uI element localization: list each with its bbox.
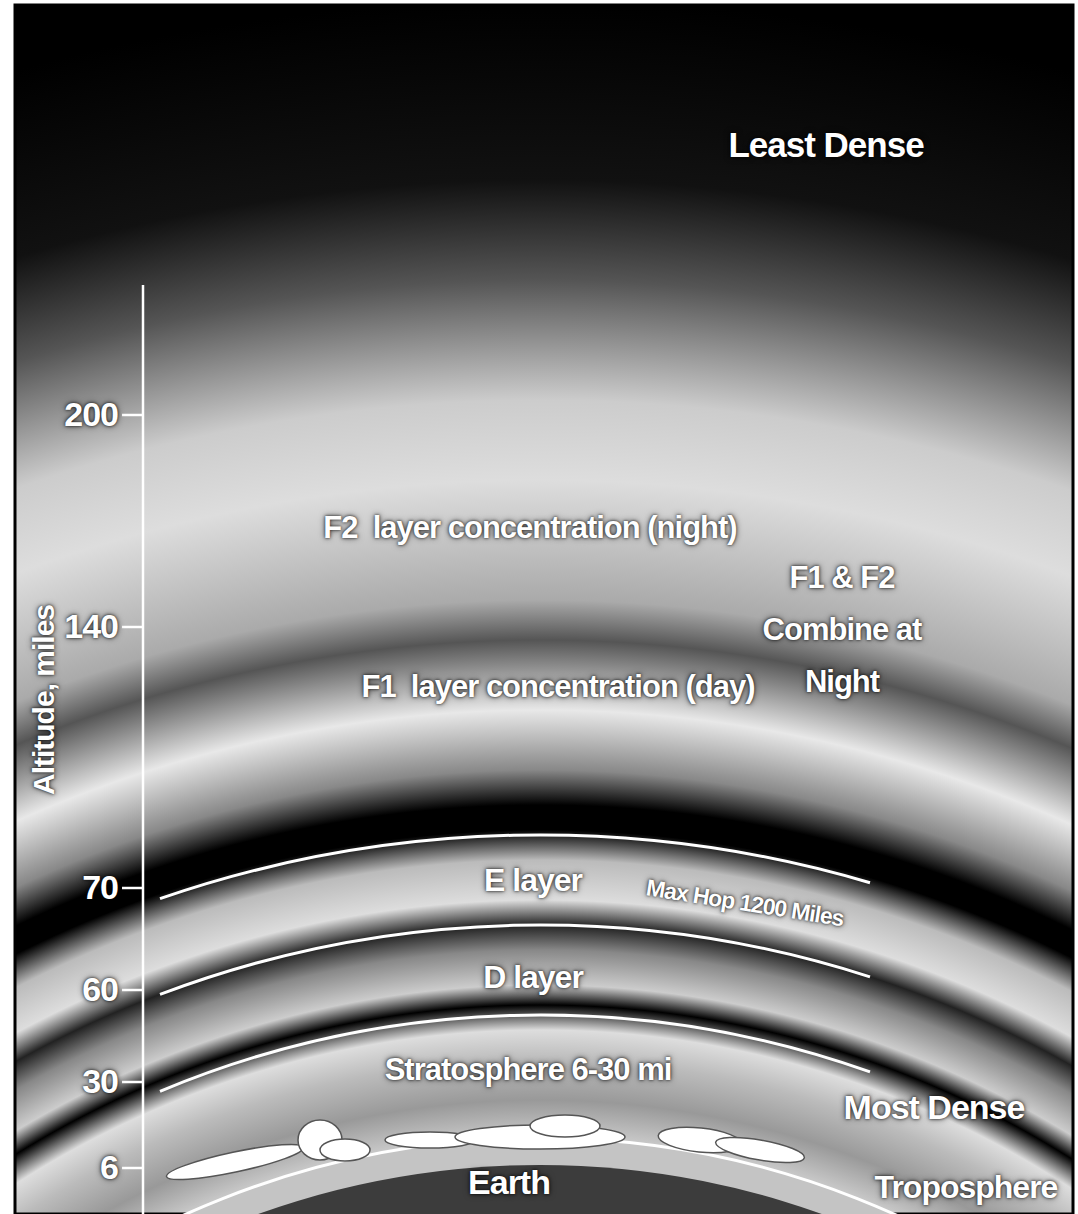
layer-note: F1 & F2 Combine at Night <box>737 552 947 708</box>
altitude-axis <box>142 285 145 1214</box>
layer-label: E layer <box>484 862 582 899</box>
density-note: Least Dense <box>728 125 923 165</box>
axis-value: 6 <box>100 1148 118 1187</box>
layer-label: Troposphere <box>875 1169 1058 1206</box>
layer-boundaries <box>160 835 870 1091</box>
density-note: Most Dense <box>844 1088 1025 1127</box>
axis-value: 30 <box>82 1062 118 1101</box>
axis-value: 70 <box>82 868 118 907</box>
axis-title: Altitude, miles <box>27 605 62 795</box>
layer-label: Stratosphere 6-30 mi <box>385 1052 672 1088</box>
boundary-arc <box>160 925 870 994</box>
boundary-arc <box>160 835 870 899</box>
axis-value: 140 <box>64 607 118 646</box>
axis-value: 60 <box>82 970 118 1009</box>
axis-ticks <box>122 415 143 1168</box>
layer-label: F1 layer concentration (day) <box>361 669 754 705</box>
layer-label: D layer <box>483 959 583 996</box>
layer-label: F2 layer concentration (night) <box>323 510 736 546</box>
boundary-arc <box>160 1015 870 1091</box>
earth-label: Earth <box>468 1163 550 1202</box>
axis-value: 200 <box>64 395 118 434</box>
